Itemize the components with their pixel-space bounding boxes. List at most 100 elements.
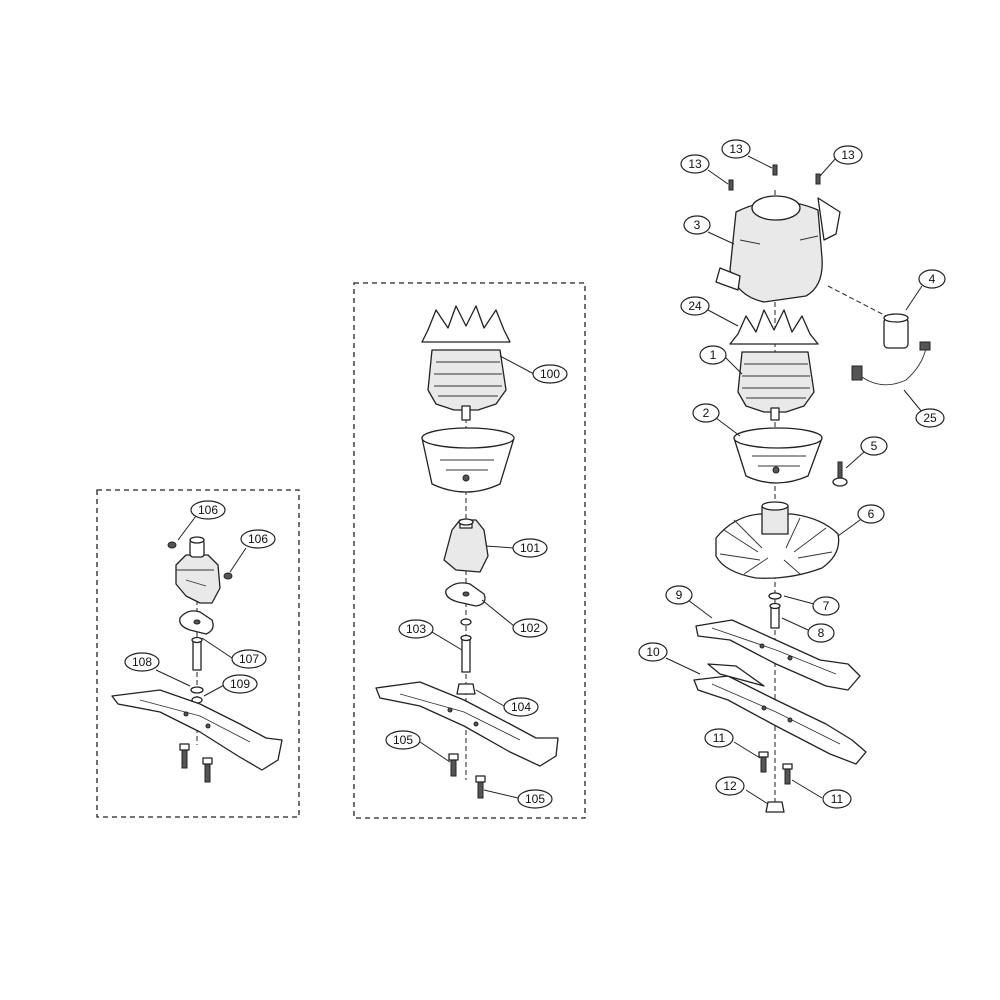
- callout-103: 103: [398, 619, 434, 639]
- height-knob-5: [832, 461, 848, 487]
- svg-text:11: 11: [831, 792, 844, 806]
- callout-109: 109: [222, 674, 258, 694]
- callout-8: 8: [807, 623, 835, 643]
- svg-text:13: 13: [841, 148, 855, 162]
- callout-13-left: 13: [680, 154, 710, 174]
- callout-6: 6: [857, 504, 885, 524]
- svg-text:13: 13: [688, 157, 702, 171]
- callout-25: 25: [915, 408, 945, 428]
- svg-text:105: 105: [393, 733, 413, 747]
- callout-9: 9: [665, 585, 693, 605]
- svg-text:5: 5: [871, 439, 878, 453]
- nut-106-a: [167, 541, 177, 549]
- motor-100: [421, 305, 511, 421]
- variant-a-group: [353, 282, 586, 819]
- callout-105-right: 105: [517, 789, 553, 809]
- svg-text:4: 4: [929, 272, 936, 286]
- screw-13-a: [772, 164, 778, 176]
- callout-106-left: 106: [190, 500, 226, 520]
- capacitor-4: [883, 313, 909, 349]
- adapter-plate-102: [445, 582, 486, 607]
- callout-24: 24: [680, 296, 710, 316]
- motor-1: [737, 351, 815, 421]
- svg-text:107: 107: [239, 652, 259, 666]
- callout-2: 2: [692, 403, 720, 423]
- screw-105-a: [448, 753, 459, 777]
- svg-text:6: 6: [868, 507, 875, 521]
- blade-9: [695, 619, 861, 691]
- screw-b-2: [202, 757, 213, 783]
- svg-text:24: 24: [688, 299, 702, 313]
- screw-13-b: [728, 179, 734, 191]
- blade-b: [111, 689, 283, 771]
- screw-13-c: [815, 173, 821, 185]
- svg-text:100: 100: [540, 367, 560, 381]
- svg-text:2: 2: [703, 406, 710, 420]
- callout-105-left: 105: [385, 730, 421, 750]
- svg-text:1: 1: [710, 348, 717, 362]
- nut-12: [765, 801, 785, 813]
- svg-text:108: 108: [132, 655, 152, 669]
- svg-text:12: 12: [723, 779, 737, 793]
- svg-text:3: 3: [694, 218, 701, 232]
- callouts: 13 13 13 3 4 24 1 25: [124, 139, 946, 809]
- svg-text:106: 106: [248, 532, 268, 546]
- bolt-11-b: [782, 763, 793, 785]
- washer-7: [768, 592, 782, 600]
- callout-107: 107: [231, 649, 267, 669]
- callout-102: 102: [512, 618, 548, 638]
- svg-text:109: 109: [230, 677, 250, 691]
- svg-text:104: 104: [511, 700, 531, 714]
- fan-cup-2: [733, 427, 823, 484]
- spindle-housing-b: [175, 536, 221, 604]
- svg-text:103: 103: [406, 622, 426, 636]
- callout-5: 5: [860, 436, 888, 456]
- screw-b-1: [179, 743, 190, 769]
- svg-text:10: 10: [646, 645, 660, 659]
- callout-101: 101: [512, 538, 548, 558]
- main-assembly: [665, 155, 931, 813]
- callout-100: 100: [532, 364, 568, 384]
- svg-text:101: 101: [520, 541, 540, 555]
- variant-b-group: [96, 489, 300, 818]
- bolt-8: [769, 602, 781, 629]
- callout-13-right: 13: [833, 145, 863, 165]
- callout-13-top: 13: [721, 139, 751, 159]
- svg-text:9: 9: [676, 588, 683, 602]
- svg-text:105: 105: [525, 792, 545, 806]
- callout-104: 104: [503, 697, 539, 717]
- callout-108: 108: [124, 652, 160, 672]
- svg-text:7: 7: [823, 599, 830, 613]
- motor-cover-3: [715, 195, 841, 303]
- svg-text:13: 13: [729, 142, 743, 156]
- callout-1: 1: [699, 345, 727, 365]
- impeller-6: [715, 501, 840, 579]
- callout-10: 10: [638, 642, 668, 662]
- callout-11-right: 11: [822, 789, 852, 809]
- nut-104: [456, 683, 476, 695]
- callout-106-right: 106: [240, 529, 276, 549]
- variant-b-dashed-box: [96, 489, 300, 818]
- callout-12: 12: [715, 776, 745, 796]
- fan-cup-a: [421, 427, 515, 493]
- washer-109: [190, 686, 204, 704]
- variant-a-dashed-box: [353, 282, 586, 819]
- svg-text:8: 8: [818, 626, 825, 640]
- adapter-plate-107: [179, 610, 214, 635]
- spindle-housing-101: [443, 518, 489, 573]
- motor-fan-24: [729, 309, 819, 345]
- bolt-11-a: [758, 751, 769, 773]
- svg-text:102: 102: [520, 621, 540, 635]
- callout-11-left: 11: [704, 728, 734, 748]
- washer-a: [460, 618, 472, 626]
- callout-7: 7: [812, 596, 840, 616]
- blade-a: [375, 681, 559, 767]
- svg-text:25: 25: [923, 411, 937, 425]
- callout-4: 4: [918, 269, 946, 289]
- callout-3: 3: [683, 215, 711, 235]
- nut-106-b: [223, 572, 233, 580]
- svg-text:11: 11: [713, 731, 726, 745]
- bolt-103: [460, 634, 472, 673]
- screw-105-b: [475, 775, 486, 799]
